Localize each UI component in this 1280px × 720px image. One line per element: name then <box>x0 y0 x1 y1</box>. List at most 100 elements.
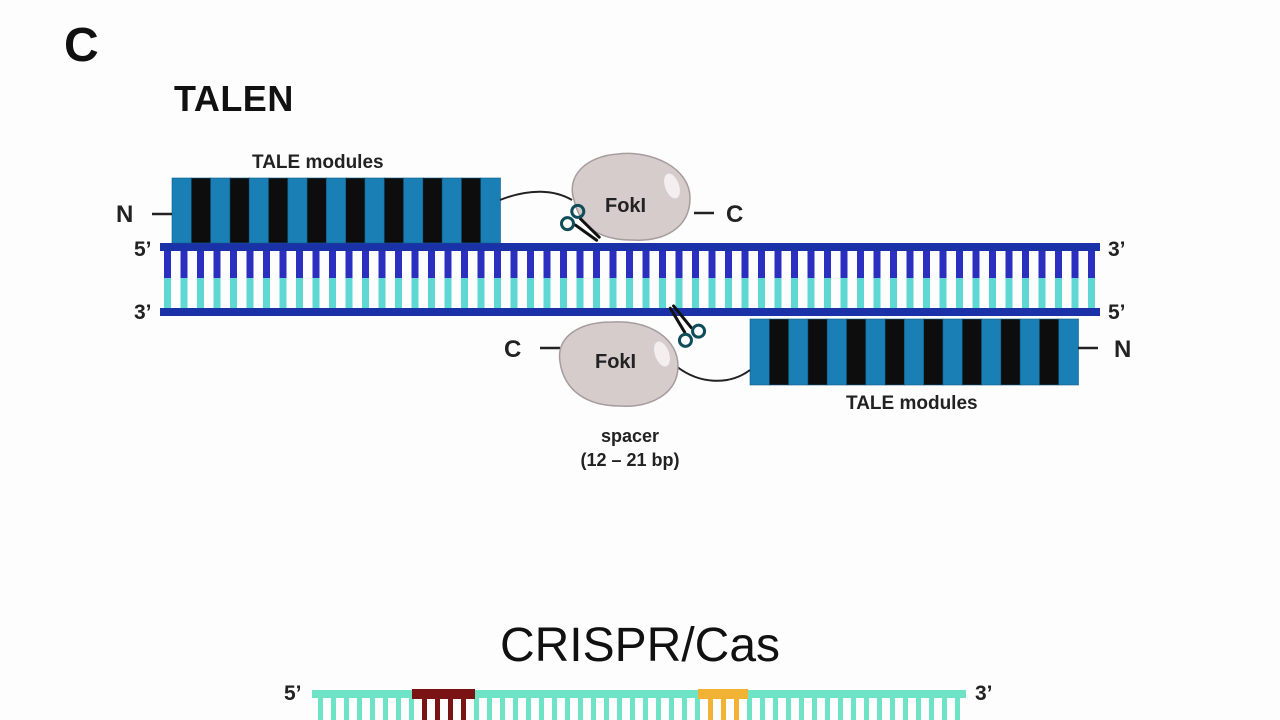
base-bottom <box>180 278 188 308</box>
base-bottom <box>1088 278 1095 308</box>
crispr-dna-label-right: 3’ <box>975 682 993 705</box>
base-bottom <box>411 278 419 308</box>
base-bottom <box>560 278 567 308</box>
base-top <box>840 251 848 278</box>
crispr-base <box>682 696 687 720</box>
tale-label-top: TALE modules <box>252 152 384 173</box>
crispr-base <box>838 696 843 720</box>
tale-array-top <box>171 177 501 244</box>
base-bottom <box>807 278 815 308</box>
base-top <box>395 251 402 278</box>
base-bottom <box>510 278 518 308</box>
base-bottom <box>824 278 831 308</box>
base-bottom <box>692 278 699 308</box>
base-bottom <box>345 278 353 308</box>
tale-label-bottom: TALE modules <box>846 393 978 414</box>
tale-array-bottom <box>749 318 1079 386</box>
tale-repeat <box>981 318 1002 386</box>
crispr-pam-segment <box>698 689 748 699</box>
tale-repeat <box>1019 318 1041 386</box>
base-bottom <box>461 278 468 308</box>
crispr-base <box>331 696 336 720</box>
base-top <box>791 251 798 278</box>
crispr-base <box>799 696 804 720</box>
base-bottom <box>989 278 996 308</box>
base-top <box>180 251 188 278</box>
base-top <box>593 251 600 278</box>
base-bottom <box>923 278 930 308</box>
base-bottom <box>477 278 485 308</box>
tale-repeat <box>326 177 347 244</box>
crispr-base <box>552 696 557 720</box>
crispr-base <box>708 696 713 720</box>
base-top <box>378 251 386 278</box>
crispr-base <box>487 696 492 720</box>
base-bottom <box>279 278 287 308</box>
base-top <box>345 251 353 278</box>
crispr-base <box>435 696 440 720</box>
base-top <box>312 251 320 278</box>
base-top <box>494 251 501 278</box>
base-top <box>873 251 881 278</box>
crispr-base <box>929 696 934 720</box>
crispr-base <box>669 696 674 720</box>
tale-repeat <box>287 177 308 244</box>
tale-repeat <box>383 177 405 244</box>
base-top <box>626 251 633 278</box>
base-top <box>741 251 749 278</box>
crispr-base <box>344 696 349 720</box>
tale-repeat <box>403 177 424 244</box>
crispr-base <box>383 696 388 720</box>
base-top <box>857 251 864 278</box>
base-bottom <box>543 278 551 308</box>
base-bottom <box>230 278 237 308</box>
tale-repeat <box>942 318 964 386</box>
base-bottom <box>626 278 633 308</box>
tale-repeat <box>190 177 212 244</box>
tale-repeat <box>768 318 790 386</box>
base-bottom <box>246 278 254 308</box>
c-term-label-bottom: C <box>504 336 522 363</box>
base-top <box>659 251 666 278</box>
base-bottom <box>312 278 320 308</box>
base-bottom <box>296 278 303 308</box>
crispr-base <box>643 696 648 720</box>
crispr-base <box>916 696 921 720</box>
base-bottom <box>791 278 798 308</box>
base-top <box>1088 251 1095 278</box>
base-bottom <box>774 278 782 308</box>
crispr-strand <box>312 690 966 698</box>
base-bottom <box>576 278 584 308</box>
base-top <box>675 251 683 278</box>
base-top <box>923 251 930 278</box>
crispr-base <box>734 696 739 720</box>
base-top <box>279 251 287 278</box>
base-top <box>890 251 897 278</box>
crispr-base <box>773 696 778 720</box>
base-bottom <box>1005 278 1013 308</box>
crispr-base <box>539 696 544 720</box>
crispr-base <box>578 696 583 720</box>
base-bottom <box>1055 278 1062 308</box>
base-top <box>807 251 815 278</box>
base-top <box>708 251 716 278</box>
base-bottom <box>362 278 369 308</box>
tale-repeat <box>749 318 771 386</box>
crispr-base <box>864 696 869 720</box>
crispr-base <box>357 696 362 720</box>
base-top <box>543 251 551 278</box>
tale-repeat <box>229 177 250 244</box>
crispr-base <box>942 696 947 720</box>
base-bottom <box>494 278 501 308</box>
tale-repeat <box>441 177 463 244</box>
base-top <box>989 251 996 278</box>
crispr-base <box>812 696 817 720</box>
base-top <box>956 251 963 278</box>
tale-repeat <box>248 177 270 244</box>
dna-label-top-left: 5’ <box>134 238 152 261</box>
base-top <box>527 251 534 278</box>
base-bottom <box>906 278 914 308</box>
base-bottom <box>939 278 947 308</box>
crispr-base <box>656 696 661 720</box>
fokl-bottom <box>558 321 679 407</box>
